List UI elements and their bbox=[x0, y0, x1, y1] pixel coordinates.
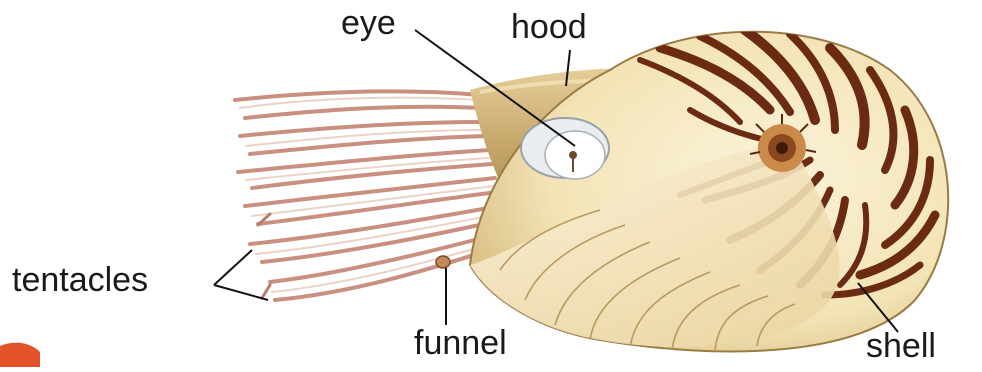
label-hood: hood bbox=[511, 10, 587, 44]
funnel bbox=[436, 256, 450, 268]
eye bbox=[521, 118, 609, 179]
tentacles-leader-lower bbox=[214, 285, 268, 300]
label-tentacles: tentacles bbox=[12, 263, 148, 297]
corner-accent bbox=[0, 343, 40, 367]
label-shell: shell bbox=[866, 329, 936, 363]
tentacles bbox=[235, 91, 508, 300]
label-funnel: funnel bbox=[414, 326, 507, 360]
tentacles-leader-upper bbox=[214, 250, 252, 285]
label-eye: eye bbox=[341, 6, 396, 40]
